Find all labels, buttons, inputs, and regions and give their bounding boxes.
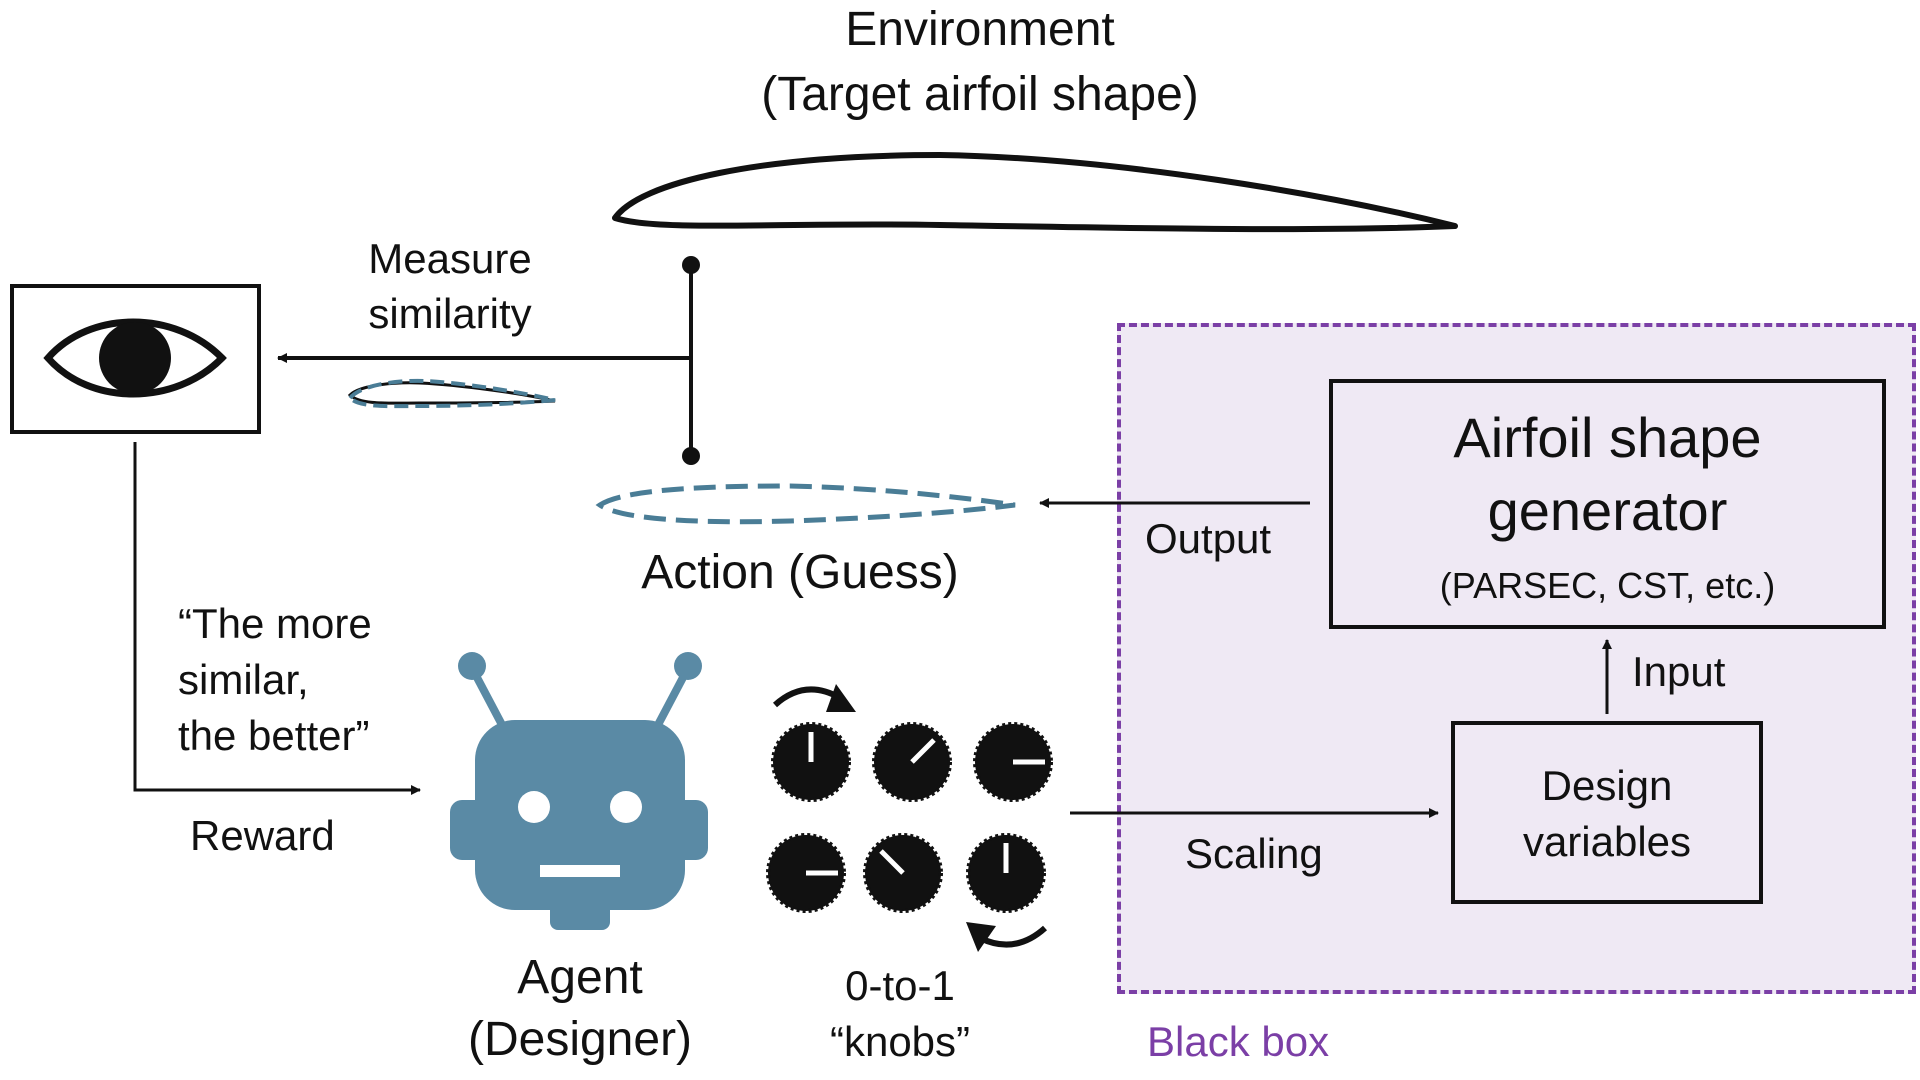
eye-icon [43,318,227,398]
compared-guess-airfoil [347,378,556,409]
generator-title-line1: Airfoil shape [1453,406,1762,469]
reward-quote-line3: the better” [178,712,370,759]
generator-title-line2: generator [1487,479,1728,542]
target-airfoil-shape [612,152,1458,233]
black-box-label: Black box [1147,1018,1330,1065]
measure-label-line2: similarity [368,290,532,337]
reward-quote-line2: similar, [178,656,309,703]
reward-quote-line1: “The more [178,600,372,647]
agent-label-line1: Agent [517,951,643,1004]
generator-methods: (PARSEC, CST, etc.) [1439,565,1776,606]
design-variables-line2: variables [1522,818,1692,865]
measure-label-line1: Measure [368,235,532,282]
input-label: Input [1632,648,1726,695]
robot-icon [450,652,708,930]
knobs-label-line1: 0-to-1 [845,962,955,1009]
observer-box [10,284,261,434]
environment-subtitle: (Target airfoil shape) [761,68,1199,121]
knobs-label-line2: “knobs” [829,1018,971,1065]
scaling-label: Scaling [1185,830,1323,877]
agent-label-line2: (Designer) [467,1013,693,1066]
action-label: Action (Guess) [641,546,959,599]
black-box-region [1117,323,1916,994]
design-variables-line1: Design [1541,762,1673,809]
guess-airfoil-shape [595,483,1016,525]
reward-label: Reward [190,812,335,859]
environment-title: Environment [845,3,1115,56]
knob-icon-group [766,722,1053,913]
airfoil-generator-box [1329,379,1886,629]
output-label: Output [1145,515,1272,562]
rotate-arrow-icon [978,925,1048,948]
design-variables-box [1451,721,1763,904]
